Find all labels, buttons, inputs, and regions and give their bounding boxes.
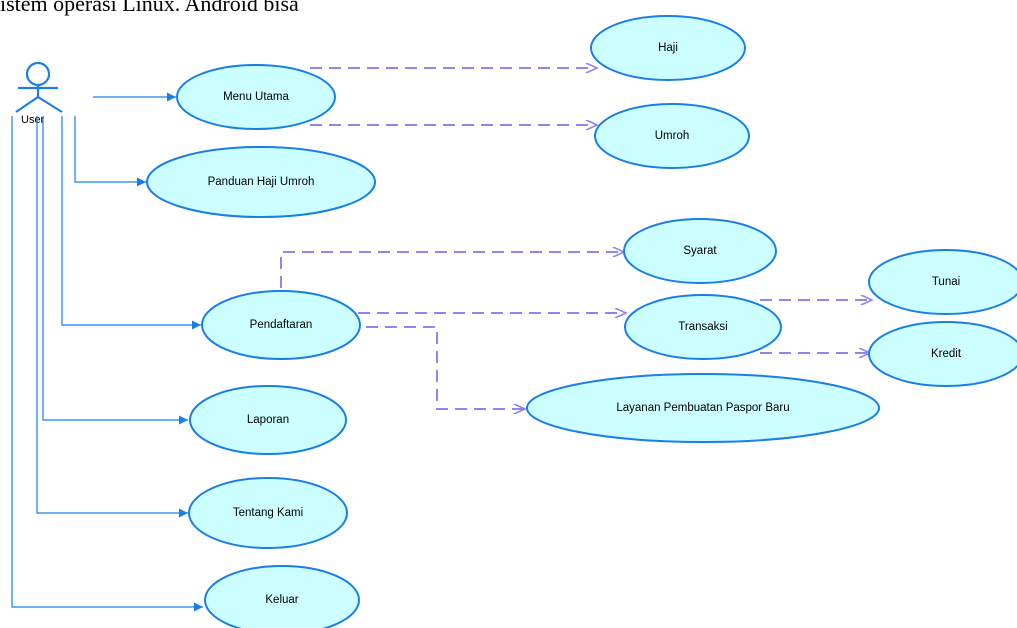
use-case-laporan[interactable]: Laporan [189, 385, 347, 455]
assoc-laporan [42, 116, 188, 425]
dependency-lines [280, 68, 872, 409]
use-case-keluar[interactable]: Keluar [204, 565, 360, 628]
actor-user: User [15, 61, 63, 126]
use-case-label: Layanan Pembuatan Paspor Baru [616, 402, 789, 414]
use-case-panduan-haji-umroh[interactable]: Panduan Haji Umroh [146, 146, 376, 218]
use-case-label: Panduan Haji Umroh [208, 176, 315, 188]
actor-label: User [21, 114, 45, 126]
use-case-label: Keluar [265, 594, 298, 606]
use-case-tentang-kami[interactable]: Tentang Kami [188, 477, 348, 549]
use-case-label: Tentang Kami [233, 507, 303, 519]
dep-pendaftaran-layanan [366, 326, 525, 409]
actor-head [25, 61, 51, 87]
page-header-text: istem operasi Linux. Android bisa [0, 0, 299, 16]
use-case-pendaftaran[interactable]: Pendaftaran [201, 290, 361, 360]
use-case-label: Haji [658, 42, 678, 54]
dep-pendaftaran-syarat [280, 252, 624, 288]
assoc-keluar [11, 116, 203, 612]
use-case-label: Menu Utama [223, 91, 289, 103]
association-lines [11, 92, 203, 612]
use-case-umroh[interactable]: Umroh [594, 103, 750, 169]
use-case-menu-utama[interactable]: Menu Utama [176, 64, 336, 130]
use-case-layanan-pembuatan-paspor-baru[interactable]: Layanan Pembuatan Paspor Baru [526, 373, 880, 443]
use-case-label: Transaksi [678, 321, 727, 333]
assoc-panduan [74, 116, 146, 187]
use-case-label: Tunai [932, 276, 960, 288]
use-case-transaksi[interactable]: Transaksi [624, 294, 782, 360]
use-case-syarat[interactable]: Syarat [623, 218, 777, 284]
use-case-label: Umroh [655, 130, 690, 142]
use-case-label: Laporan [247, 414, 289, 426]
use-case-tunai[interactable]: Tunai [868, 249, 1017, 315]
use-case-label: Pendaftaran [250, 319, 313, 331]
actor-left-leg [15, 96, 39, 113]
assoc-tentang-kami [36, 116, 188, 518]
use-case-haji[interactable]: Haji [590, 15, 746, 81]
use-case-kredit[interactable]: Kredit [868, 321, 1017, 387]
assoc-pendaftaran [61, 116, 201, 330]
use-case-label: Kredit [931, 348, 962, 360]
use-case-label: Syarat [683, 245, 717, 257]
actor-right-leg [37, 96, 63, 113]
